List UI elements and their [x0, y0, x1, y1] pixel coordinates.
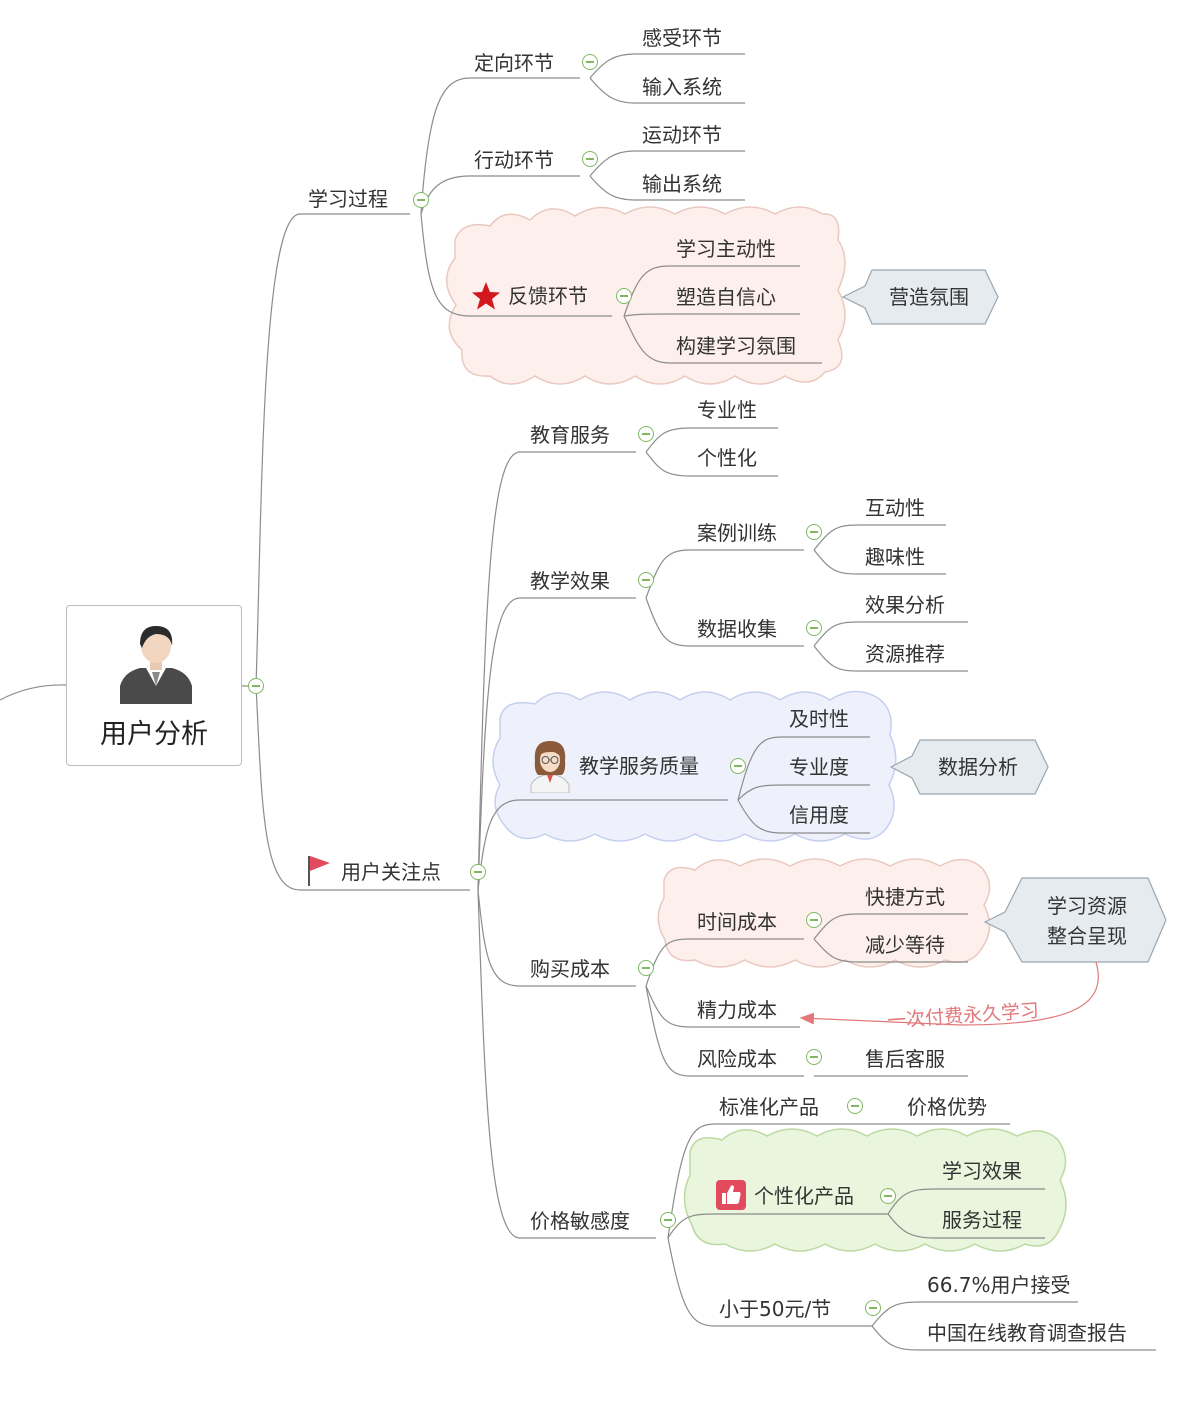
feedback-collapse-icon[interactable] [616, 288, 632, 304]
woman-avatar-icon [530, 741, 570, 793]
case-training-collapse-icon[interactable] [806, 524, 822, 540]
node-teaching-effect[interactable]: 教学效果 [530, 569, 610, 593]
leaf-service-quality-2[interactable]: 专业度 [789, 755, 849, 779]
personal-product-collapse-icon[interactable] [880, 1188, 896, 1204]
node-price-sensitivity[interactable]: 价格敏感度 [530, 1209, 630, 1233]
callout-atmosphere-shape [841, 269, 999, 325]
callout-resource-line2[interactable]: 整合呈现 [1047, 924, 1127, 948]
action-collapse-icon[interactable] [582, 151, 598, 167]
leaf-personal-product-1[interactable]: 学习效果 [942, 1159, 1022, 1183]
node-time-cost[interactable]: 时间成本 [697, 910, 777, 934]
branch-learning-process[interactable]: 学习过程 [308, 187, 388, 211]
learning-collapse-icon[interactable] [413, 192, 429, 208]
node-case-training[interactable]: 案例训练 [697, 521, 777, 545]
node-personal-product[interactable]: 个性化产品 [754, 1184, 854, 1208]
time-cost-collapse-icon[interactable] [806, 912, 822, 928]
leaf-standard-product-1[interactable]: 价格优势 [907, 1095, 987, 1119]
node-edu-service[interactable]: 教育服务 [530, 423, 610, 447]
leaf-case-training-1[interactable]: 互动性 [865, 496, 925, 520]
feedback-boundary [446, 206, 846, 385]
node-standard-product[interactable]: 标准化产品 [719, 1095, 819, 1119]
callout-atmosphere[interactable]: 营造氛围 [889, 285, 969, 309]
root-collapse-icon[interactable] [248, 678, 264, 694]
branch-user-concerns[interactable]: 用户关注点 [341, 860, 441, 884]
leaf-service-quality-3[interactable]: 信用度 [789, 803, 849, 827]
leaf-orientation-1[interactable]: 感受环节 [642, 26, 722, 50]
leaf-data-collection-2[interactable]: 资源推荐 [865, 642, 945, 666]
leaf-feedback-2[interactable]: 塑造自信心 [676, 285, 776, 309]
leaf-personal-product-2[interactable]: 服务过程 [942, 1208, 1022, 1232]
root-title: 用户分析 [100, 719, 208, 750]
standard-product-collapse-icon[interactable] [847, 1098, 863, 1114]
callout-resource-line1[interactable]: 学习资源 [1047, 894, 1127, 918]
service-quality-collapse-icon[interactable] [730, 758, 746, 774]
leaf-edu-service-1[interactable]: 专业性 [697, 398, 757, 422]
leaf-feedback-3[interactable]: 构建学习氛围 [676, 334, 796, 358]
callout-resource-shape [983, 877, 1167, 963]
data-collection-collapse-icon[interactable] [806, 620, 822, 636]
leaf-feedback-1[interactable]: 学习主动性 [676, 237, 776, 261]
node-service-quality[interactable]: 教学服务质量 [579, 754, 699, 778]
leaf-under-50-2[interactable]: 中国在线教育调查报告 [927, 1321, 1127, 1345]
leaf-data-collection-1[interactable]: 效果分析 [865, 593, 945, 617]
callout-data-analysis[interactable]: 数据分析 [938, 755, 1018, 779]
callout-data-analysis-shape [889, 739, 1049, 795]
time-cost-boundary [657, 858, 991, 968]
node-feedback[interactable]: 反馈环节 [508, 284, 588, 308]
person-avatar-icon [120, 626, 192, 704]
node-data-collection[interactable]: 数据收集 [697, 617, 777, 641]
leaf-action-2[interactable]: 输出系统 [642, 172, 722, 196]
star-icon [472, 282, 500, 310]
thumbs-up-icon [716, 1180, 746, 1210]
node-action[interactable]: 行动环节 [474, 148, 554, 172]
node-effort-cost[interactable]: 精力成本 [697, 998, 777, 1022]
leaf-service-quality-1[interactable]: 及时性 [789, 707, 849, 731]
node-risk-cost[interactable]: 风险成本 [697, 1047, 777, 1071]
service-quality-boundary [492, 690, 897, 842]
leaf-case-training-2[interactable]: 趣味性 [865, 545, 925, 569]
leaf-action-1[interactable]: 运动环节 [642, 123, 722, 147]
leaf-edu-service-2[interactable]: 个性化 [697, 446, 757, 470]
edu-service-collapse-icon[interactable] [638, 426, 654, 442]
root-node[interactable]: 用户分析 [66, 605, 242, 766]
leaf-under-50-1[interactable]: 66.7%用户接受 [927, 1273, 1071, 1297]
leaf-orientation-2[interactable]: 输入系统 [642, 75, 722, 99]
orientation-collapse-icon[interactable] [582, 54, 598, 70]
leaf-risk-cost-1[interactable]: 售后客服 [865, 1047, 945, 1071]
price-sensitivity-collapse-icon[interactable] [660, 1212, 676, 1228]
flag-icon [308, 856, 330, 886]
concerns-collapse-icon[interactable] [470, 864, 486, 880]
risk-cost-collapse-icon[interactable] [806, 1049, 822, 1065]
leaf-time-cost-1[interactable]: 快捷方式 [865, 885, 945, 909]
node-under-50[interactable]: 小于50元/节 [719, 1297, 832, 1321]
purchase-cost-collapse-icon[interactable] [638, 960, 654, 976]
node-orientation[interactable]: 定向环节 [474, 51, 554, 75]
leaf-time-cost-2[interactable]: 减少等待 [865, 933, 945, 957]
personal-product-boundary [683, 1128, 1067, 1252]
node-purchase-cost[interactable]: 购买成本 [530, 957, 610, 981]
under-50-collapse-icon[interactable] [865, 1300, 881, 1316]
relation-arrow [799, 961, 1099, 1026]
teaching-effect-collapse-icon[interactable] [638, 572, 654, 588]
